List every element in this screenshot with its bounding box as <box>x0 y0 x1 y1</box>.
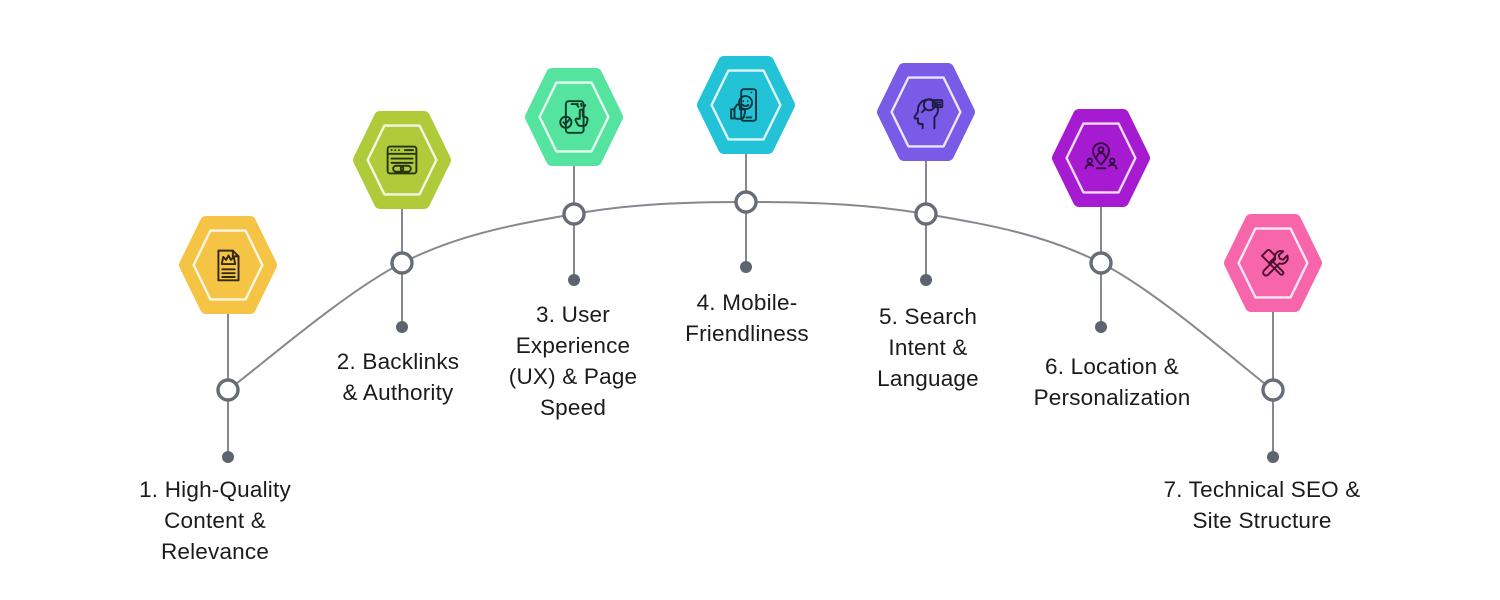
hexagon-inner-outline <box>192 229 264 301</box>
label-2: 2. Backlinks & Authority <box>336 349 460 405</box>
hexagon-inner-outline <box>366 124 438 196</box>
end-dot-1 <box>222 451 234 463</box>
hexagon-4 <box>696 53 796 157</box>
end-dot-5 <box>920 274 932 286</box>
end-dot-4 <box>740 261 752 273</box>
ux-page-speed-icon <box>559 100 589 134</box>
hexagon-1 <box>178 213 278 317</box>
mobile-friendliness-icon <box>730 88 758 122</box>
end-dot-2 <box>396 321 408 333</box>
search-intent-icon <box>913 98 944 130</box>
hexagon-inner-outline <box>1065 122 1137 194</box>
location-personalization-icon <box>1084 142 1118 170</box>
hexagon-7 <box>1223 211 1323 315</box>
hexagon-inner-outline <box>890 76 962 148</box>
hexagon-shape <box>1052 109 1150 207</box>
label-4: 4. Mobile- Friendliness <box>685 290 809 346</box>
node-circle-5 <box>914 202 938 226</box>
hexagon-2 <box>352 108 452 212</box>
node-circle-7 <box>1261 378 1285 402</box>
label-3: 3. User Experience (UX) & Page Speed <box>508 302 638 420</box>
hexagon-fill <box>877 63 975 161</box>
hexagon-shape <box>877 63 975 161</box>
technical-seo-icon <box>1261 248 1289 277</box>
hexagon-shape <box>353 111 451 209</box>
hexagon-shape <box>525 68 623 166</box>
hexagon-inner-outline <box>710 69 782 141</box>
end-dot-3 <box>568 274 580 286</box>
hexagon-fill <box>525 68 623 166</box>
hexagon-fill <box>353 111 451 209</box>
end-dot-7 <box>1267 451 1279 463</box>
label-1: 1. High-Quality Content & Relevance <box>139 477 291 564</box>
hexagon-5 <box>876 60 976 164</box>
premium-content-icon <box>217 249 240 282</box>
label-5: 5. Search Intent & Language <box>877 304 979 391</box>
hexagon-inner-outline <box>538 81 610 153</box>
hexagon-fill <box>1052 109 1150 207</box>
hexagon-fill <box>697 56 795 154</box>
end-dot-6 <box>1095 321 1107 333</box>
node-circle-1 <box>216 378 240 402</box>
backlinks-icon <box>386 145 418 175</box>
node-circle-4 <box>734 190 758 214</box>
node-circle-2 <box>390 251 414 275</box>
hexagon-shape <box>697 56 795 154</box>
hexagon-inner-outline <box>1237 227 1309 299</box>
label-6: 6. Location & Personalization <box>1033 354 1191 410</box>
node-circle-6 <box>1089 251 1113 275</box>
label-7: 7. Technical SEO & Site Structure <box>1163 477 1361 533</box>
hexagon-3 <box>524 65 624 169</box>
node-circle-3 <box>562 202 586 226</box>
hexagon-6 <box>1051 106 1151 210</box>
